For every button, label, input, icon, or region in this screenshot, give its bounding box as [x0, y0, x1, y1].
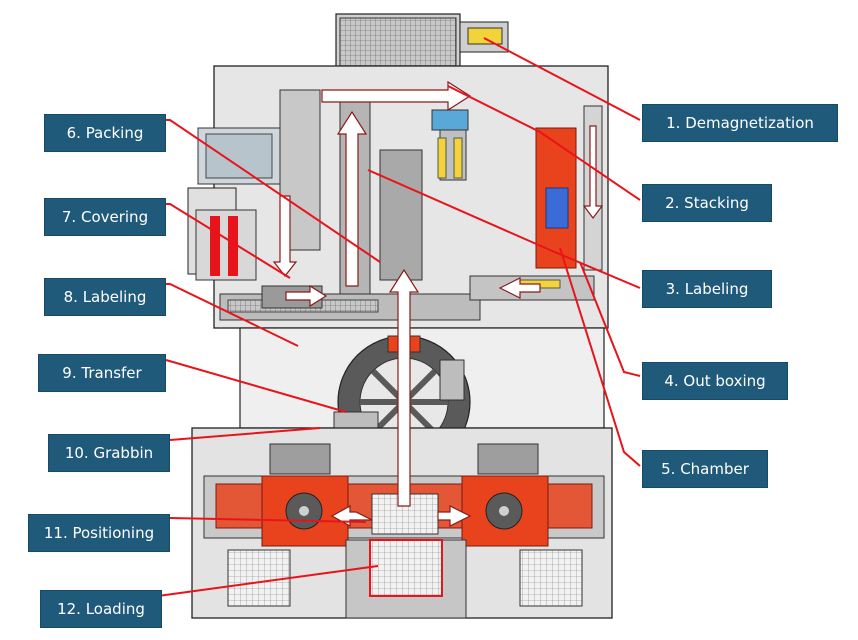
label-stacking: 2. Stacking — [642, 184, 772, 222]
leader-labeling-right — [367, 169, 641, 289]
label-labeling-right: 3. Labeling — [642, 270, 772, 308]
label-chamber: 5. Chamber — [642, 450, 768, 488]
label-grabbin: 10. Grabbin — [48, 434, 170, 472]
leader-transfer — [165, 359, 347, 413]
leader-chamber — [559, 247, 641, 467]
flow-arrow-packing — [285, 284, 328, 308]
leader-lines — [148, 37, 641, 597]
upper-machine-plate — [187, 65, 609, 329]
label-labeling-left: 8. Labeling — [44, 278, 166, 316]
label-positioning: 11. Positioning — [28, 514, 170, 552]
lower-machine-plate — [191, 427, 613, 619]
flow-arrow-demag — [321, 80, 472, 112]
leader-positioning — [169, 517, 367, 523]
label-loading: 12. Loading — [40, 590, 162, 628]
label-packing: 6. Packing — [44, 114, 166, 152]
leader-stacking — [447, 85, 641, 201]
flow-arrow-covering — [272, 195, 298, 277]
flow-arrow-center — [388, 268, 420, 507]
label-out-boxing: 4. Out boxing — [642, 362, 788, 400]
flow-arrow-stack — [582, 125, 604, 219]
leader-grabbin — [169, 427, 321, 441]
flow-arrow-up — [336, 110, 368, 287]
leader-loading — [157, 565, 379, 597]
leader-out-boxing — [579, 261, 641, 377]
flow-arrow-labeling — [498, 277, 541, 299]
leader-demagnetization — [483, 37, 641, 121]
label-transfer: 9. Transfer — [38, 354, 166, 392]
label-covering: 7. Covering — [44, 198, 166, 236]
flow-arrows — [272, 80, 604, 528]
label-demagnetization: 1. Demagnetization — [642, 104, 838, 142]
flow-arrow-pos-right — [437, 505, 472, 527]
